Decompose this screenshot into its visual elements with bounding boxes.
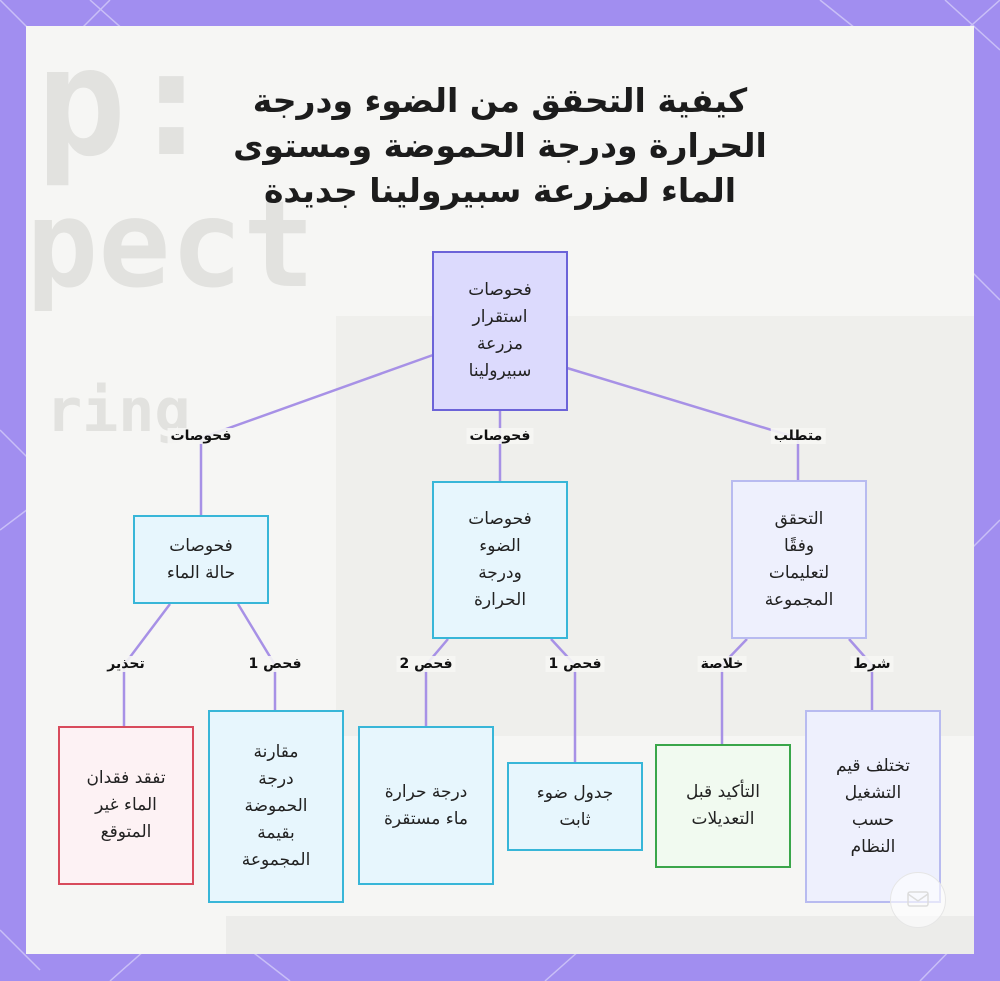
node-steady-light-schedule: جدول ضوء ثابت bbox=[507, 762, 643, 851]
edge-label-water-loss: تحذير bbox=[104, 656, 148, 672]
diagram-title: كيفية التحقق من الضوء ودرجة الحرارة ودرج… bbox=[0, 78, 1000, 213]
node-compare-ph: مقارنة درجة الحموضة بقيمة المجموعة bbox=[208, 710, 344, 903]
node-label: فحوصات الضوء ودرجة الحرارة bbox=[468, 509, 532, 610]
edge-label-verify-confirm: خلاصة bbox=[697, 656, 747, 672]
edge-root-water bbox=[199, 353, 434, 515]
node-label: التحقق وفقًا لتعليمات المجموعة bbox=[764, 508, 834, 610]
edge-verify-values bbox=[848, 638, 874, 710]
title-line-2: الحرارة ودرجة الحموضة ومستوى bbox=[233, 126, 767, 165]
edge-root-verify bbox=[566, 366, 800, 480]
node-label: فحوصات حالة الماء bbox=[166, 535, 236, 583]
edge-label-light-schedule: فحص 1 bbox=[545, 656, 605, 672]
node-unexpected-water-loss: تفقد فقدان الماء غير المتوقع bbox=[58, 726, 194, 885]
watermark-logo-icon bbox=[890, 872, 946, 928]
node-label: تفقد فقدان الماء غير المتوقع bbox=[86, 768, 166, 842]
node-confirm-before-adjustments: التأكيد قبل التعديلات bbox=[655, 744, 791, 868]
title-line-3: الماء لمزرعة سبيرولينا جديدة bbox=[263, 171, 737, 210]
edge-label-water-ph: فحص 1 bbox=[245, 656, 305, 672]
node-label: مقارنة درجة الحموضة بقيمة المجموعة bbox=[241, 742, 311, 870]
edge-light-temp bbox=[424, 638, 449, 726]
node-light-temperature-checks: فحوصات الضوء ودرجة الحرارة bbox=[432, 481, 568, 639]
node-label: تختلف قيم التشغيل حسب النظام bbox=[835, 755, 911, 857]
node-label: التأكيد قبل التعديلات bbox=[686, 782, 760, 829]
edge-verify-confirm bbox=[720, 638, 748, 744]
edge-label-light-temp: فحص 2 bbox=[396, 656, 456, 672]
edge-label-root-water: فحوصات bbox=[167, 428, 235, 444]
node-spirulina-stability-checks: فحوصات استقرار مزرعة سبيرولينا bbox=[432, 251, 568, 411]
node-verify-kit-instructions: التحقق وفقًا لتعليمات المجموعة bbox=[731, 480, 867, 639]
edge-label-root-verify: متطلب bbox=[770, 428, 826, 444]
node-values-differ-by-system: تختلف قيم التشغيل حسب النظام bbox=[805, 710, 941, 903]
node-label: فحوصات استقرار مزرعة سبيرولينا bbox=[468, 280, 532, 381]
node-label: جدول ضوء ثابت bbox=[536, 782, 614, 830]
node-water-condition-checks: فحوصات حالة الماء bbox=[133, 515, 269, 604]
node-stable-water-temperature: درجة حرارة ماء مستقرة bbox=[358, 726, 494, 885]
edge-label-verify-values: شرط bbox=[850, 656, 894, 672]
node-label: درجة حرارة ماء مستقرة bbox=[384, 781, 468, 829]
edge-label-root-light: فحوصات bbox=[466, 428, 534, 444]
title-line-1: كيفية التحقق من الضوء ودرجة bbox=[252, 81, 748, 120]
